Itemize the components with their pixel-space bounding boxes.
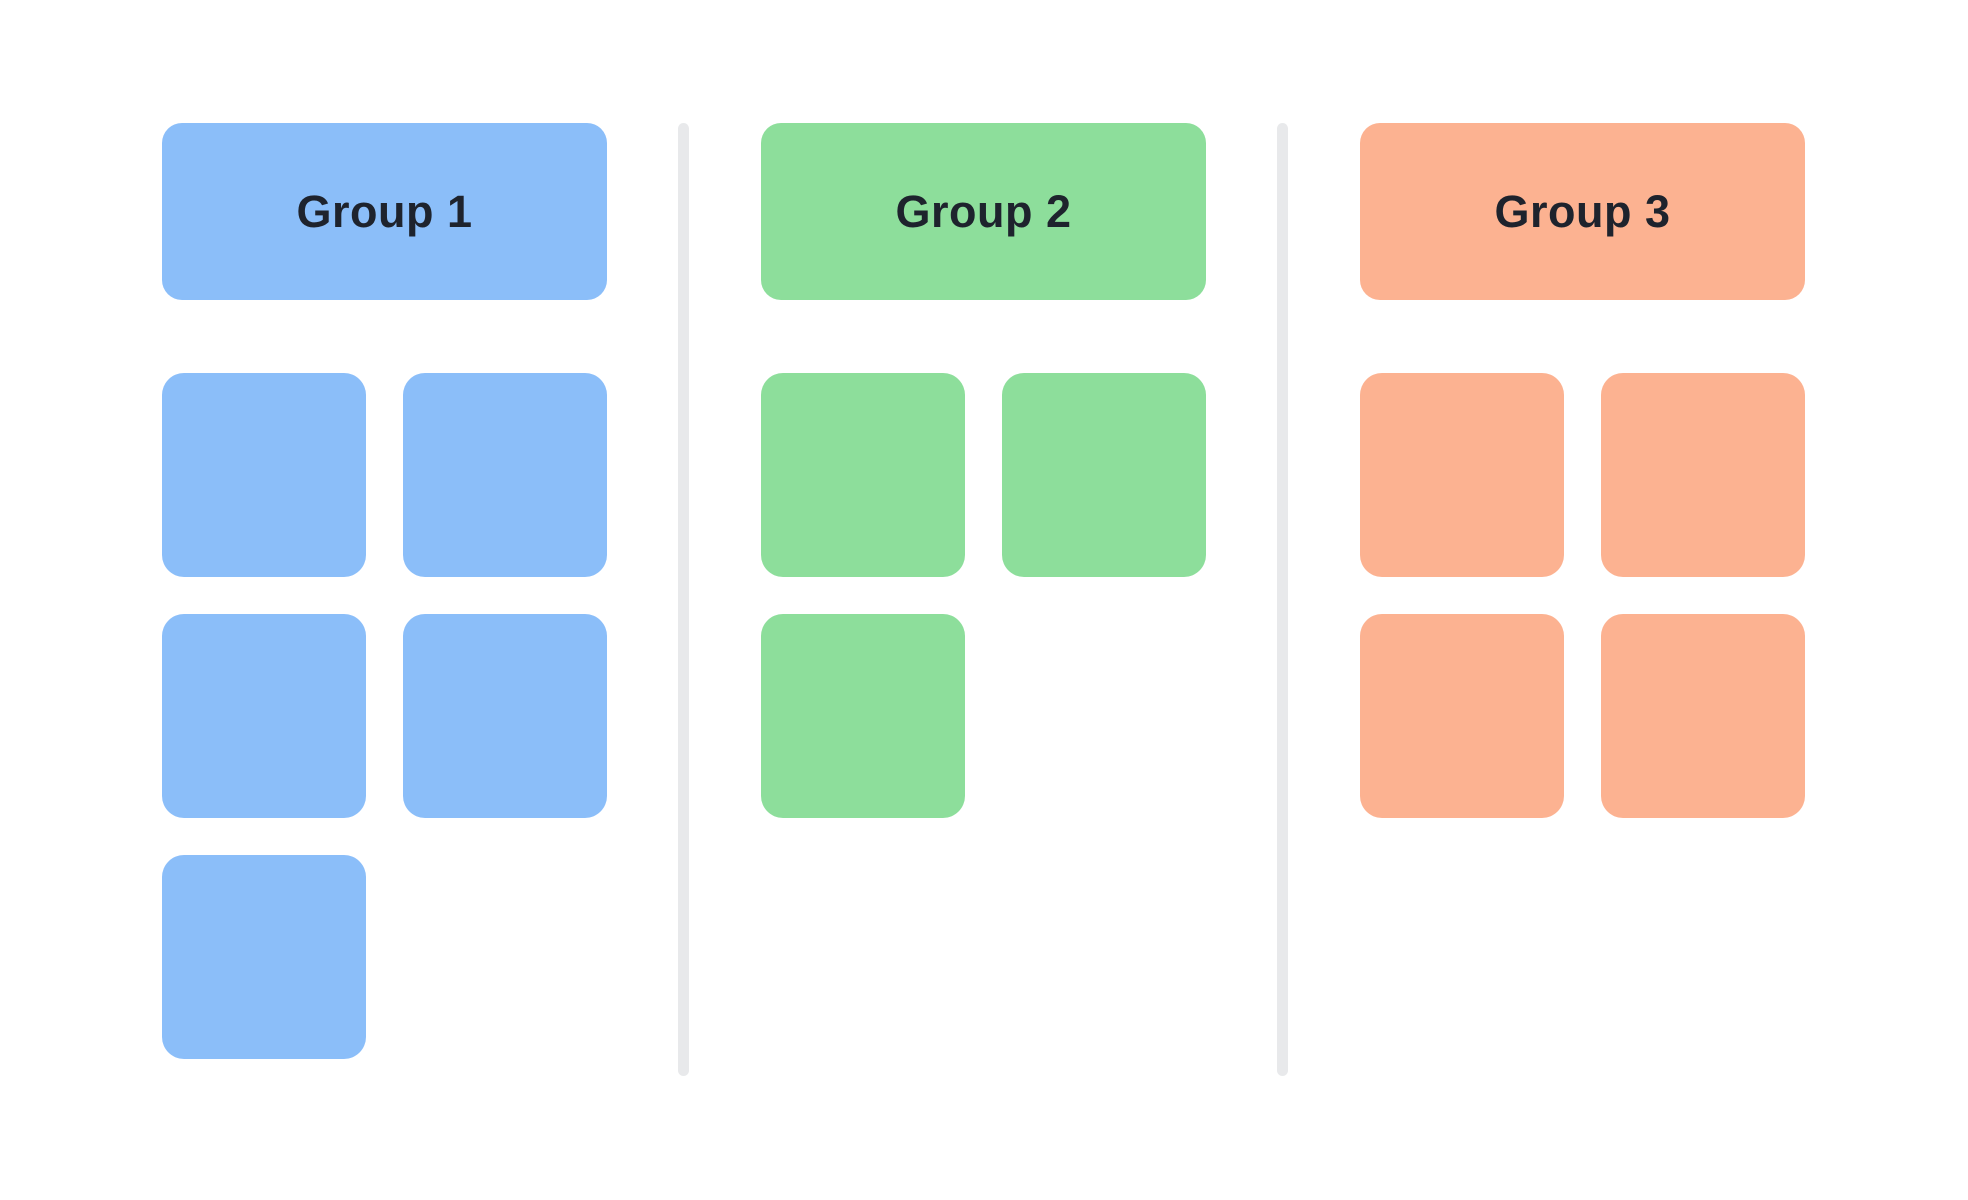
group-1-tile-grid [162, 373, 607, 1059]
group-1-header[interactable]: Group 1 [162, 123, 607, 300]
group-3-card[interactable] [1360, 614, 1564, 818]
group-2-tile-grid [761, 373, 1206, 818]
group-1-card[interactable] [403, 614, 607, 818]
group-1-card[interactable] [403, 373, 607, 577]
group-3-card[interactable] [1601, 614, 1805, 818]
group-1-card[interactable] [162, 614, 366, 818]
group-1-card[interactable] [162, 373, 366, 577]
group-1-column: Group 1 [162, 123, 607, 1059]
group-2-card[interactable] [761, 373, 965, 577]
group-3-card[interactable] [1360, 373, 1564, 577]
group-2-card[interactable] [1002, 373, 1206, 577]
group-1-card[interactable] [162, 855, 366, 1059]
group-3-header[interactable]: Group 3 [1360, 123, 1805, 300]
group-2-column: Group 2 [761, 123, 1206, 818]
group-2-card[interactable] [761, 614, 965, 818]
group-2-header[interactable]: Group 2 [761, 123, 1206, 300]
column-divider-2 [1277, 123, 1288, 1076]
group-1-title: Group 1 [296, 185, 473, 237]
group-3-tile-grid [1360, 373, 1805, 818]
column-divider-1 [678, 123, 689, 1076]
group-3-card[interactable] [1601, 373, 1805, 577]
group-3-column: Group 3 [1360, 123, 1805, 818]
group-2-title: Group 2 [895, 185, 1072, 237]
group-3-title: Group 3 [1494, 185, 1671, 237]
